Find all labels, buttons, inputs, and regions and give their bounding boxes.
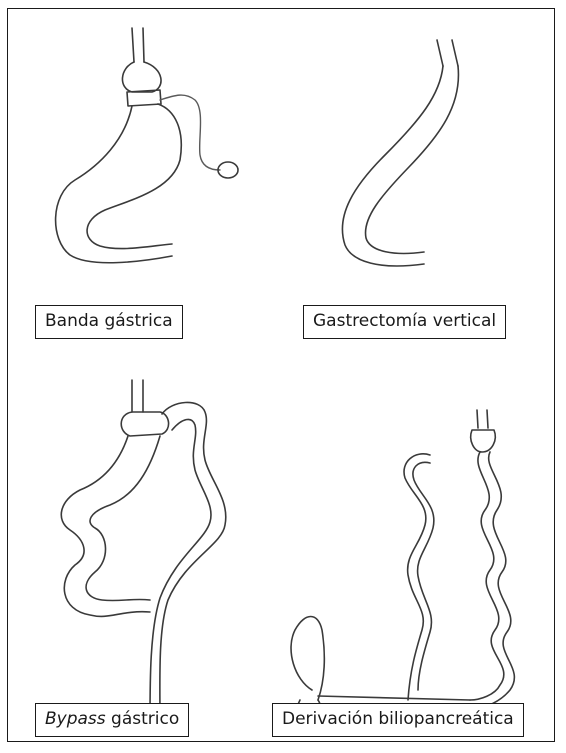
label-banda-text: Banda gástrica (45, 311, 173, 331)
gastric-band-illustration (56, 28, 238, 263)
label-derivacion-text: Derivación biliopancreática (282, 709, 514, 729)
label-gastrectomia-text: Gastrectomía vertical (313, 311, 496, 331)
sleeve-gastrectomy-illustration (342, 40, 458, 266)
biliopancreatic-diversion-illustration (291, 410, 514, 730)
label-banda-gastrica: Banda gástrica (35, 305, 183, 339)
label-bypass-italic: Bypass (45, 709, 106, 729)
label-bypass-gastrico: Bypass gástrico (35, 703, 189, 737)
label-gastrectomia-vertical: Gastrectomía vertical (303, 305, 506, 339)
gastric-bypass-illustration (61, 380, 226, 720)
label-bypass-rest: gástrico (106, 709, 180, 729)
label-derivacion-biliopancreatica: Derivación biliopancreática (272, 703, 524, 737)
